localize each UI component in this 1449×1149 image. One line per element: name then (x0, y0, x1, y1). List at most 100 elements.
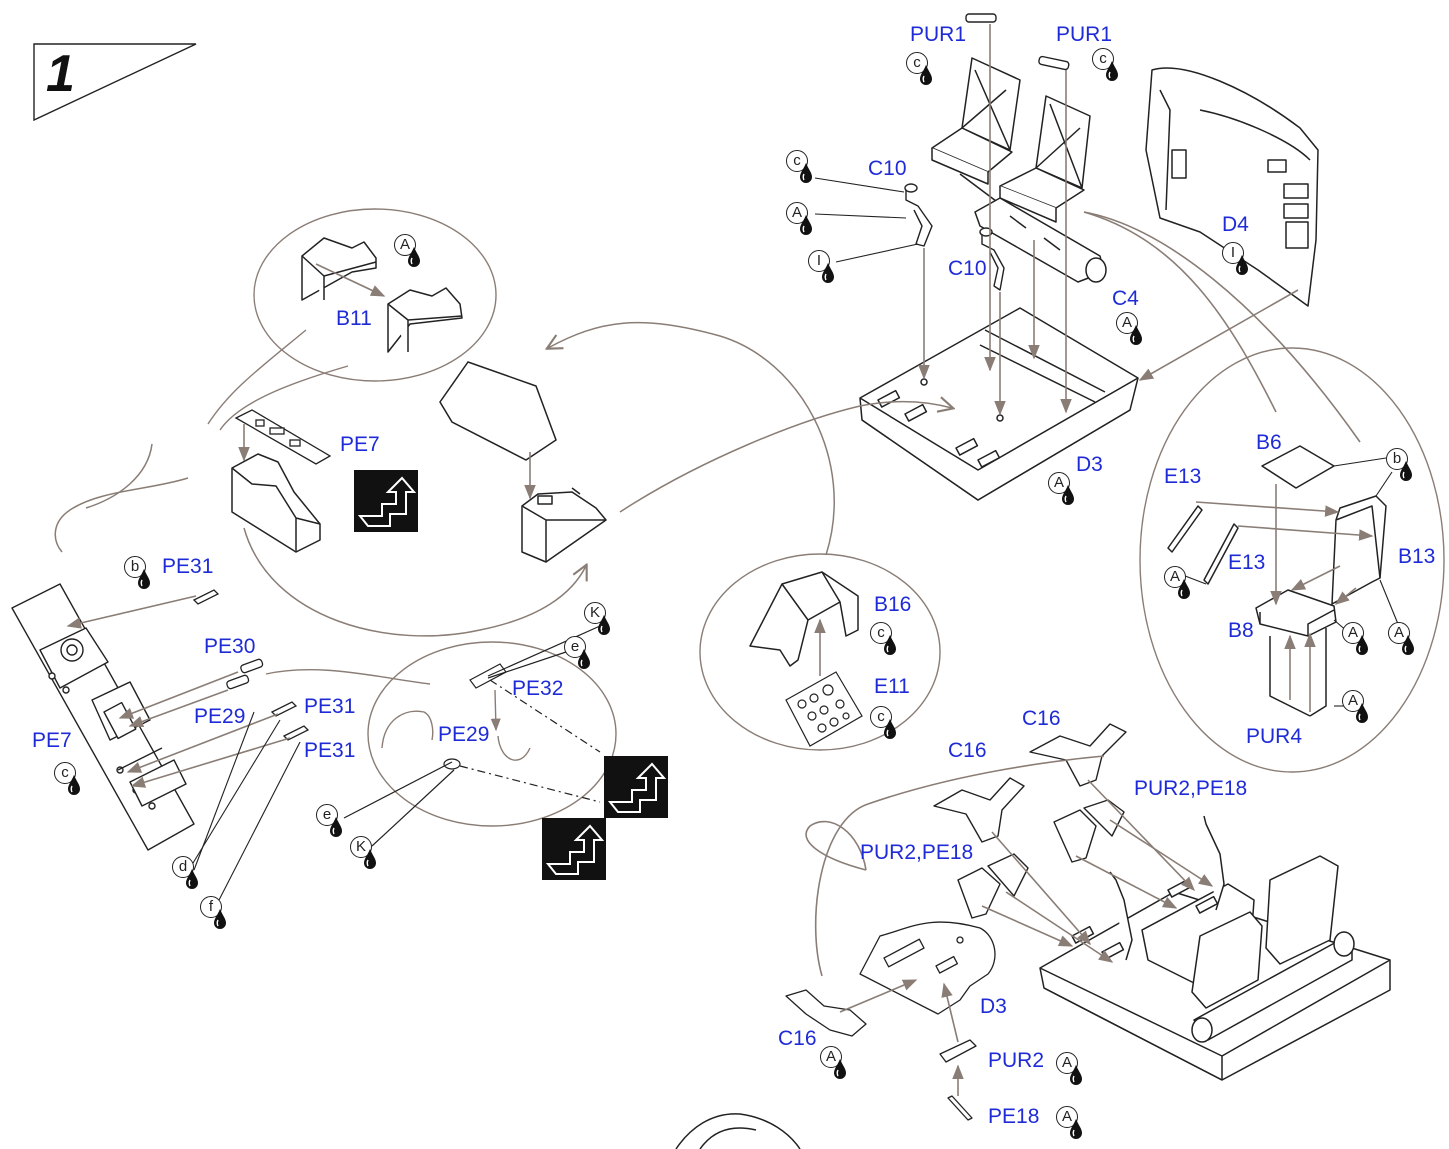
b16-hood (749, 571, 859, 676)
paint-code: c (906, 52, 928, 74)
step-badge (33, 43, 197, 122)
paint-drop-icon (138, 569, 150, 589)
seat-detail-callout (1139, 347, 1445, 773)
label-pur2-pe18: PUR2,PE18 (1134, 777, 1248, 800)
pe-leaders (189, 711, 301, 903)
paint-code: K (350, 836, 372, 858)
paint-code-marker: c (870, 622, 900, 658)
hexagon-panel (439, 361, 557, 500)
seat-detail-arrows (1195, 484, 1374, 712)
label-pe31: PE31 (162, 555, 214, 578)
instrument-box (521, 487, 607, 563)
paint-drop-icon (1062, 485, 1074, 505)
label-d4: D4 (1222, 213, 1249, 236)
paint-code: c (1092, 48, 1114, 70)
paint-code: c (870, 622, 892, 644)
seat-pur1-right (999, 95, 1091, 223)
d3-sub-parts (785, 989, 977, 1121)
label-c16: C16 (1022, 707, 1061, 730)
label-d3: D3 (980, 995, 1007, 1018)
paint-drop-icon (1236, 255, 1248, 275)
label-pe30: PE30 (204, 635, 256, 658)
d3-floor-piece (859, 921, 996, 1015)
label-d3: D3 (1076, 453, 1103, 476)
paint-code: K (584, 602, 606, 624)
paint-code: b (124, 556, 146, 578)
label-c16: C16 (778, 1027, 817, 1050)
paint-code-marker: A (820, 1046, 850, 1082)
console-block (231, 453, 321, 553)
paint-code-marker: K (584, 602, 614, 638)
paint-code: b (1386, 448, 1408, 470)
paint-drop-icon (1070, 1119, 1082, 1139)
paint-code-marker: A (1056, 1052, 1086, 1088)
paint-drop-icon (1356, 703, 1368, 723)
paint-code: A (820, 1046, 842, 1068)
paint-code: A (1342, 622, 1364, 644)
paint-code: c (870, 706, 892, 728)
paint-code: A (394, 234, 416, 256)
pe29-pe32-callout (265, 641, 617, 827)
paint-drop-icon (1400, 461, 1412, 481)
seat-rail-assembly (974, 197, 1107, 283)
paint-drop-icon (800, 163, 812, 183)
pur1-pins (965, 13, 1070, 71)
paint-drop-icon (214, 909, 226, 929)
b11-part (301, 237, 463, 353)
paint-code-marker: A (1056, 1106, 1086, 1142)
pe29-pe32-parts (343, 625, 601, 847)
flip-over-icon (354, 470, 418, 532)
paint-code-marker: A (1164, 566, 1194, 602)
flip-over-icon (542, 818, 606, 880)
label-pe7: PE7 (340, 433, 380, 456)
paint-code: A (1116, 312, 1138, 334)
b11-callout (207, 208, 497, 431)
paint-code-marker: d (172, 856, 202, 892)
paint-drop-icon (1106, 61, 1118, 81)
label-b11: B11 (336, 307, 372, 330)
paint-code: A (1164, 566, 1186, 588)
label-e13: E13 (1228, 551, 1266, 574)
label-pur2-pe18: PUR2,PE18 (860, 841, 974, 864)
paint-code: A (1388, 622, 1410, 644)
paint-code-marker: K (350, 836, 380, 872)
label-b13: B13 (1398, 545, 1436, 568)
paint-drop-icon (364, 849, 376, 869)
paint-code: A (786, 202, 808, 224)
label-pe7: PE7 (32, 729, 72, 752)
label-pe31: PE31 (304, 695, 356, 718)
label-pur1: PUR1 (910, 23, 967, 46)
d3-sub-arrows (839, 979, 964, 1096)
c10-control-sticks (904, 183, 1005, 291)
label-c10: C10 (948, 257, 987, 280)
b16-e11-callout (699, 553, 941, 751)
paint-drop-icon (1130, 325, 1142, 345)
pe7-panel-top (234, 409, 332, 465)
step-number: 1 (46, 45, 75, 103)
paint-code: d (172, 856, 194, 878)
paint-code-marker: c (54, 762, 84, 798)
paint-drop-icon (578, 649, 590, 669)
label-pe29: PE29 (438, 723, 490, 746)
paint-drop-icon (822, 263, 834, 283)
label-pur1: PUR1 (1056, 23, 1113, 46)
paint-leaders-top (814, 177, 919, 263)
paint-code-marker: A (786, 202, 816, 238)
paint-drop-icon (598, 615, 610, 635)
label-e13: E13 (1164, 465, 1202, 488)
label-c10: C10 (868, 157, 907, 180)
paint-code-marker: A (1116, 312, 1146, 348)
paint-drop-icon (1178, 579, 1190, 599)
flip-over-icon (604, 756, 668, 818)
paint-code-marker: e (316, 804, 346, 840)
label-pe31: PE31 (304, 739, 356, 762)
paint-code: c (786, 150, 808, 172)
pe7-instrument-panel (11, 583, 195, 851)
flow-arrows-left (54, 321, 952, 637)
label-b16: B16 (874, 593, 912, 616)
label-b8: B8 (1228, 619, 1254, 642)
paint-code: I (808, 250, 830, 272)
paint-code-marker: A (1342, 622, 1372, 658)
